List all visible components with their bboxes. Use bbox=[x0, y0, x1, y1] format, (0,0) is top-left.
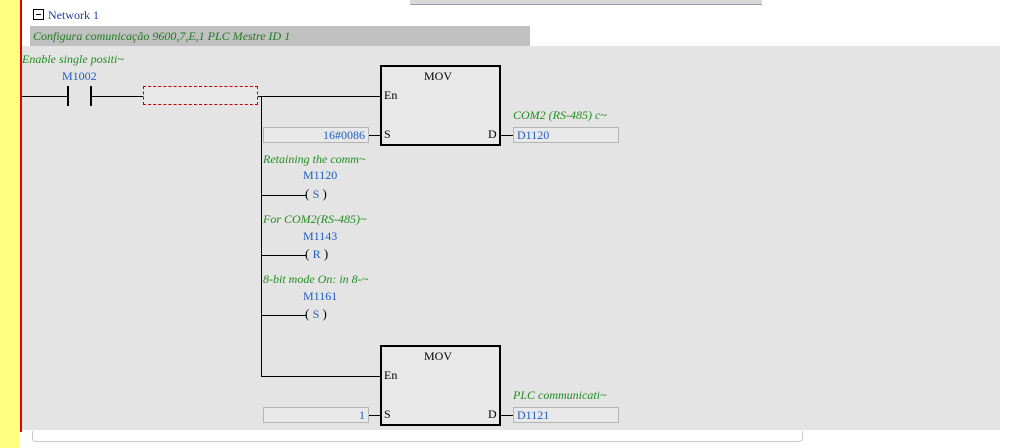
coil-address[interactable]: M1161 bbox=[303, 289, 338, 303]
bottom-frame bbox=[32, 431, 803, 442]
mov1-s-value[interactable]: 16#0086 bbox=[263, 127, 369, 143]
coil-wire bbox=[261, 195, 306, 196]
pin-wire bbox=[501, 415, 513, 416]
mov-en-label: En bbox=[384, 368, 398, 382]
mov-block-2[interactable]: MOV En S D bbox=[380, 345, 501, 426]
pin-wire bbox=[369, 415, 380, 416]
mov-en-label: En bbox=[384, 88, 398, 102]
rung-area[interactable] bbox=[22, 46, 1000, 430]
mov-d-label: D bbox=[488, 407, 497, 421]
mov-block-name: MOV bbox=[424, 69, 453, 83]
mov1-d-value[interactable]: D1120 bbox=[513, 127, 619, 143]
horizontal-scrollbar[interactable] bbox=[410, 0, 762, 5]
coil-comment: For COM2(RS-485)~ bbox=[263, 212, 367, 226]
rung-wire bbox=[261, 376, 382, 377]
mov-block-name: MOV bbox=[424, 349, 453, 363]
set-coil[interactable]: ( S ) bbox=[305, 306, 327, 321]
mov-s-label: S bbox=[384, 127, 391, 141]
mov-block-1[interactable]: MOV En S D bbox=[380, 65, 501, 146]
pin-wire bbox=[369, 135, 380, 136]
contact-address[interactable]: M1002 bbox=[62, 69, 97, 83]
left-gutter bbox=[0, 0, 20, 448]
contact-left-bar[interactable] bbox=[67, 86, 69, 106]
reset-coil[interactable]: ( R ) bbox=[305, 246, 329, 261]
mov-s-label: S bbox=[384, 407, 391, 421]
rung-wire bbox=[92, 96, 143, 97]
coil-comment: Retaining the comm~ bbox=[263, 152, 366, 166]
rung-wire bbox=[258, 96, 382, 97]
coil-address[interactable]: M1143 bbox=[303, 229, 338, 243]
coil-type: R bbox=[312, 247, 321, 261]
coil-wire bbox=[261, 315, 306, 316]
coil-wire bbox=[261, 255, 306, 256]
rung-wire bbox=[22, 96, 68, 97]
contact-right-bar[interactable] bbox=[90, 86, 92, 106]
mov-d-label: D bbox=[488, 127, 497, 141]
mov2-d-comment: PLC communicati~ bbox=[513, 388, 607, 402]
mov2-d-value[interactable]: D1121 bbox=[513, 407, 619, 423]
network-title[interactable]: Network 1 bbox=[48, 8, 99, 22]
network-comment-bar[interactable] bbox=[30, 26, 530, 46]
collapse-network-icon[interactable] bbox=[33, 9, 44, 20]
coil-type: S bbox=[312, 187, 320, 201]
branch-wire bbox=[261, 96, 262, 376]
coil-comment: 8-bit mode On: in 8-~ bbox=[263, 272, 369, 286]
contact-comment: Enable single positi~ bbox=[22, 52, 124, 66]
network-comment: Configura comunicação 9600,7,E,1 PLC Mes… bbox=[33, 29, 291, 43]
mov2-s-value[interactable]: 1 bbox=[263, 407, 369, 423]
set-coil[interactable]: ( S ) bbox=[305, 186, 327, 201]
coil-address[interactable]: M1120 bbox=[303, 168, 338, 182]
power-rail bbox=[20, 0, 22, 432]
empty-cell-cursor[interactable] bbox=[143, 86, 258, 105]
mov1-d-comment: COM2 (RS-485) c~ bbox=[513, 108, 607, 122]
pin-wire bbox=[501, 135, 513, 136]
coil-type: S bbox=[312, 307, 320, 321]
